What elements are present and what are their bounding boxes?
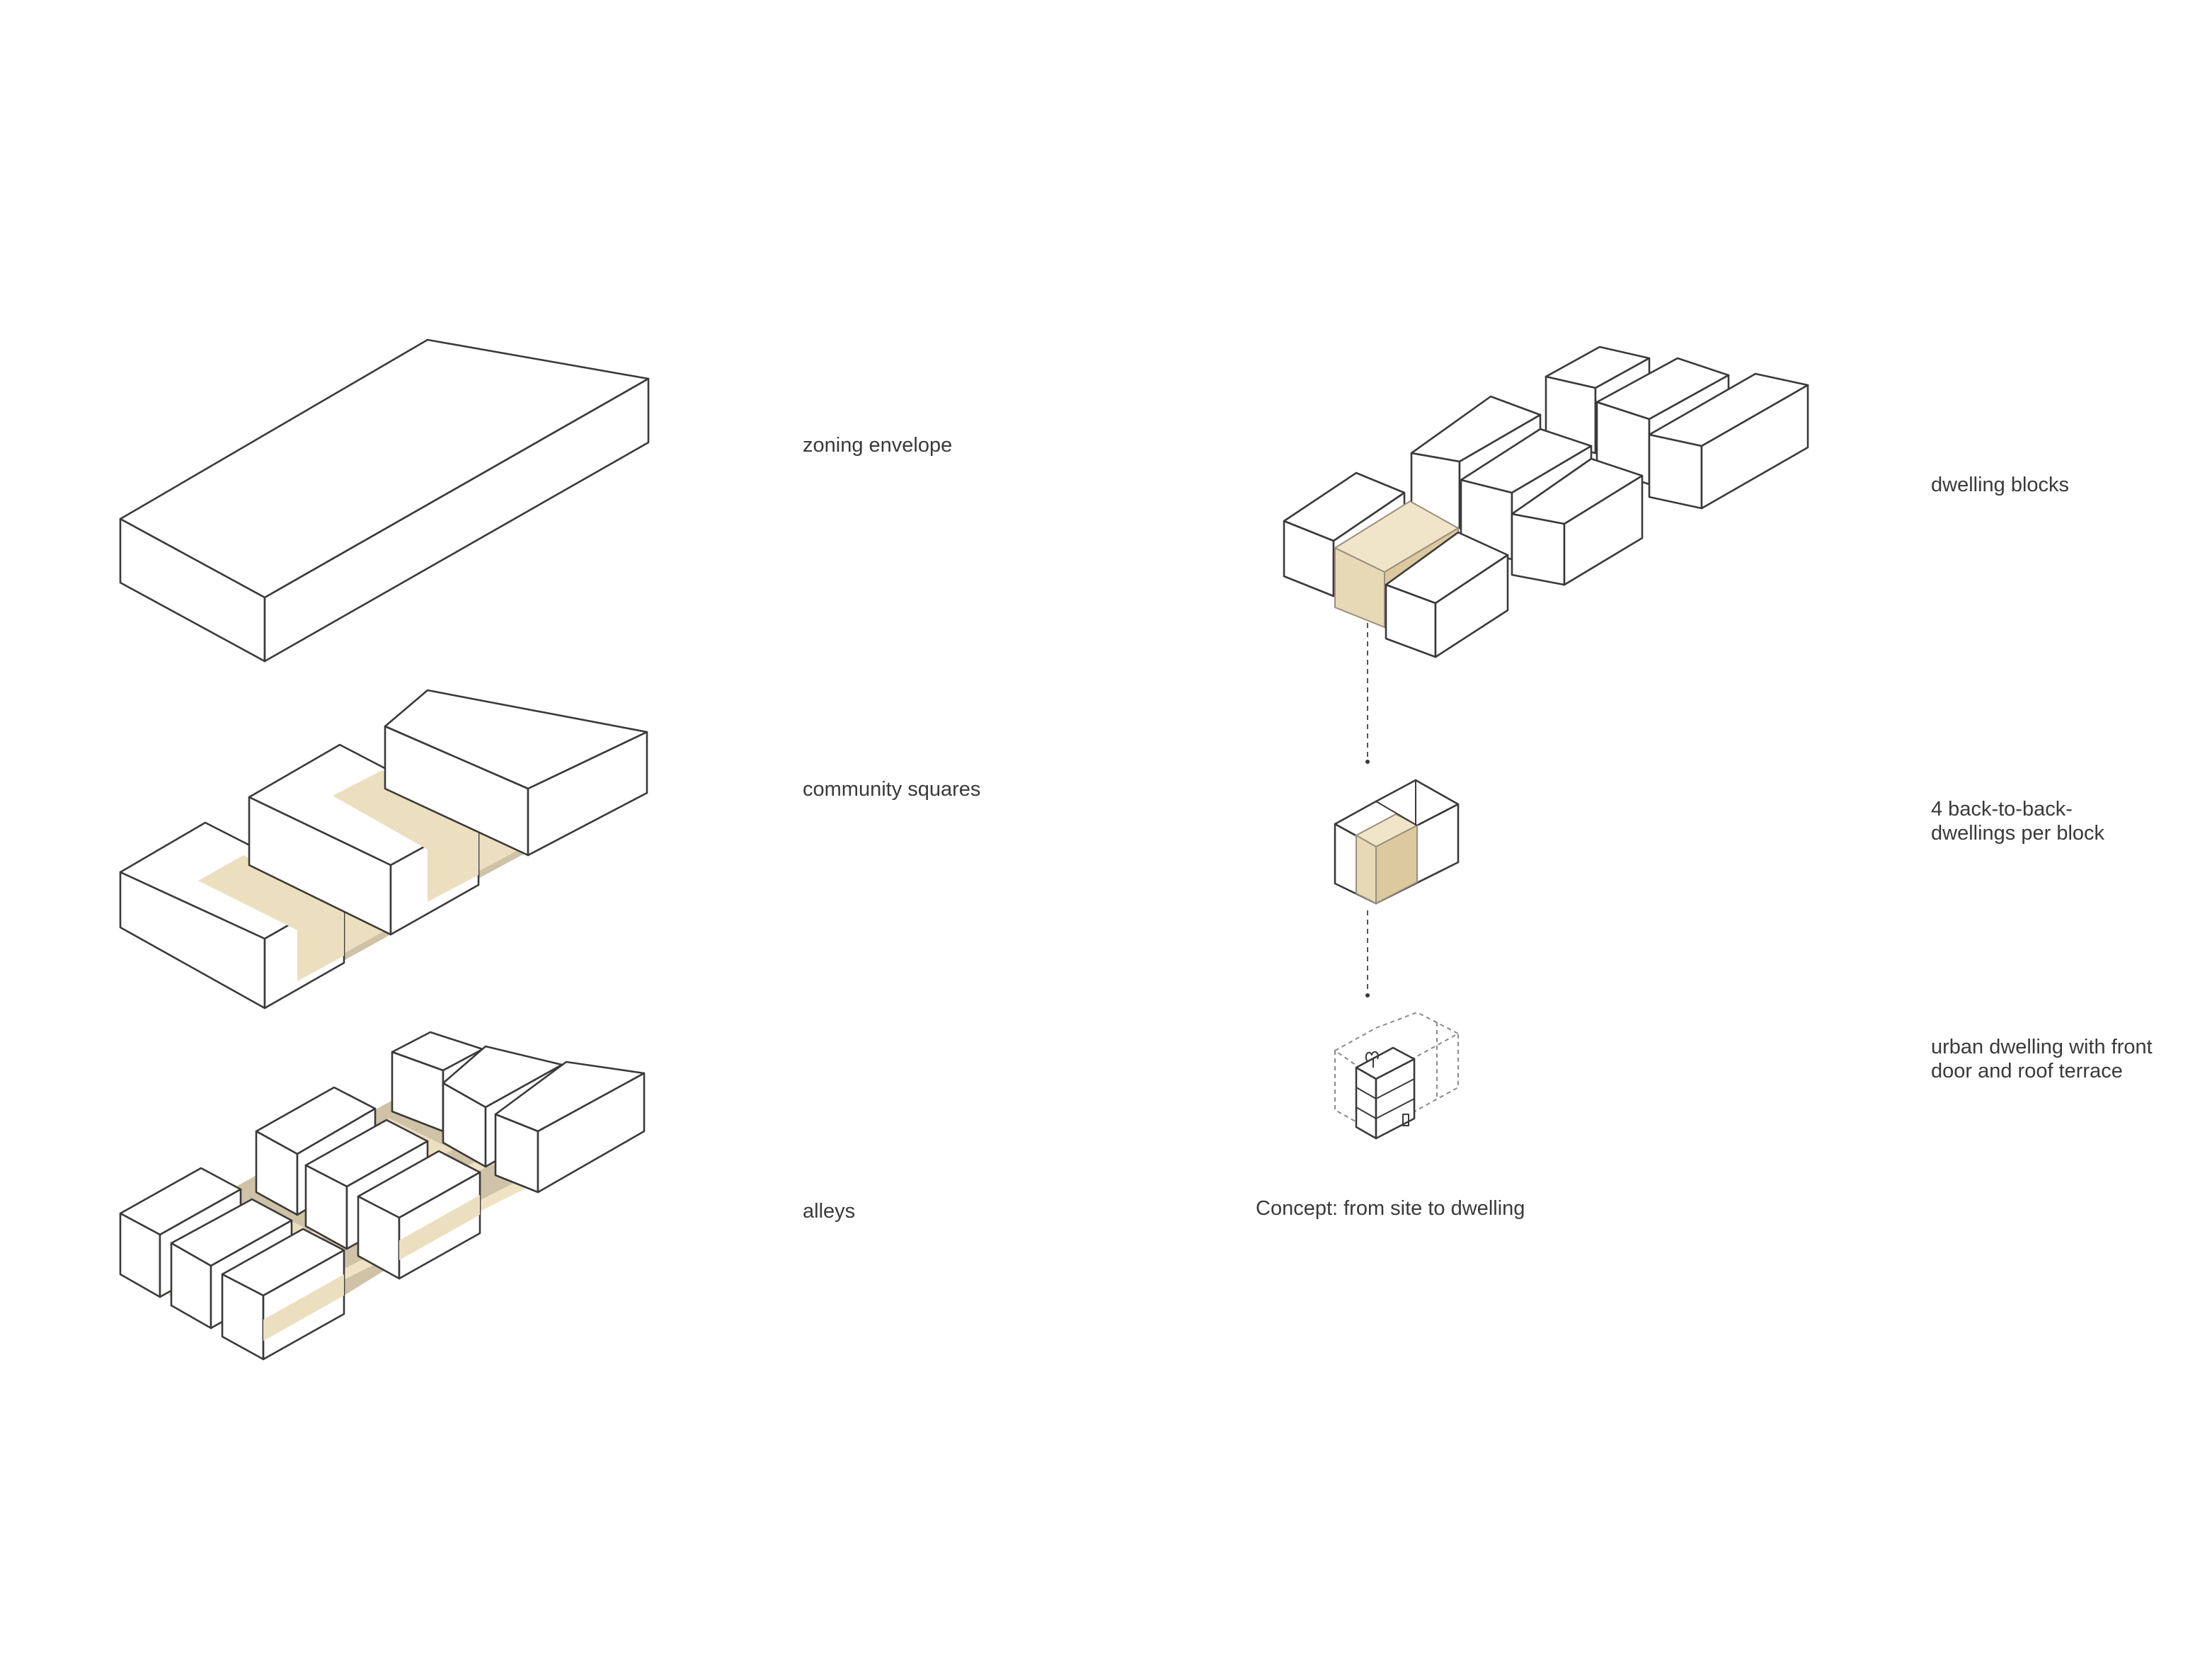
square-shadow-1 <box>340 927 391 963</box>
b2b-highlight-left <box>1356 834 1377 905</box>
ghost-block-outline <box>1334 1034 1459 1134</box>
dwelling-blocks-diagram <box>1283 345 1809 764</box>
dwelling-block-m3-right <box>1563 474 1644 586</box>
alley-face-tint-2 <box>399 1195 480 1260</box>
floor-line-4 <box>1375 1098 1415 1119</box>
dwelling-block-r3-left <box>1648 433 1703 510</box>
floor-line-3 <box>1356 1107 1377 1119</box>
concept-caption: Concept: from site to dwelling <box>1256 1197 1525 1220</box>
label-zoning-envelope: zoning envelope <box>803 434 953 457</box>
connector-dot-1 <box>1365 760 1370 764</box>
square-a-cutout <box>198 855 344 930</box>
square-b-cutout <box>333 770 478 850</box>
front-door-icon <box>1402 1114 1409 1126</box>
community-squares-diagram <box>119 689 648 1010</box>
dwelling-block-f3-right <box>1434 554 1509 658</box>
b2b-highlight-right <box>1375 824 1418 905</box>
dwelling-block-r3-right <box>1700 384 1809 510</box>
square-a-face-tint <box>297 903 344 981</box>
connector-dot-2 <box>1365 993 1370 997</box>
floor-line-2 <box>1375 1078 1415 1099</box>
alley-face-tint-1 <box>263 1274 344 1341</box>
dwelling-tower-left <box>1355 1066 1377 1140</box>
alley-block-9-right <box>537 1072 646 1194</box>
label-community-squares: community squares <box>803 778 981 801</box>
square-shadow-2 <box>477 844 529 879</box>
b2b-divider-2 <box>1375 801 1418 826</box>
label-urban-dwelling-line2: door and roof terrace <box>1931 1060 2123 1082</box>
label-back-to-back-line1: 4 back-to-back- <box>1931 798 2073 821</box>
alleys-diagram <box>119 1031 646 1361</box>
label-back-to-back-line2: dwellings per block <box>1931 822 2105 845</box>
square-b-face-tint <box>428 821 478 902</box>
zoning-envelope-diagram <box>119 338 650 663</box>
urban-dwelling-diagram <box>1334 1011 1460 1140</box>
square-block-c-right <box>527 731 648 857</box>
label-alleys: alleys <box>803 1200 856 1223</box>
roof-terrace-tree-icon <box>1365 1051 1379 1063</box>
floor-line-1 <box>1356 1087 1377 1099</box>
envelope-right-face <box>263 377 650 663</box>
ghost-block-top <box>1334 1011 1460 1080</box>
label-urban-dwelling-line1: urban dwelling with front <box>1931 1036 2153 1058</box>
label-dwelling-blocks: dwelling blocks <box>1931 474 2070 496</box>
back-to-back-diagram <box>1334 779 1460 997</box>
dwelling-block-m3-left <box>1511 513 1566 586</box>
